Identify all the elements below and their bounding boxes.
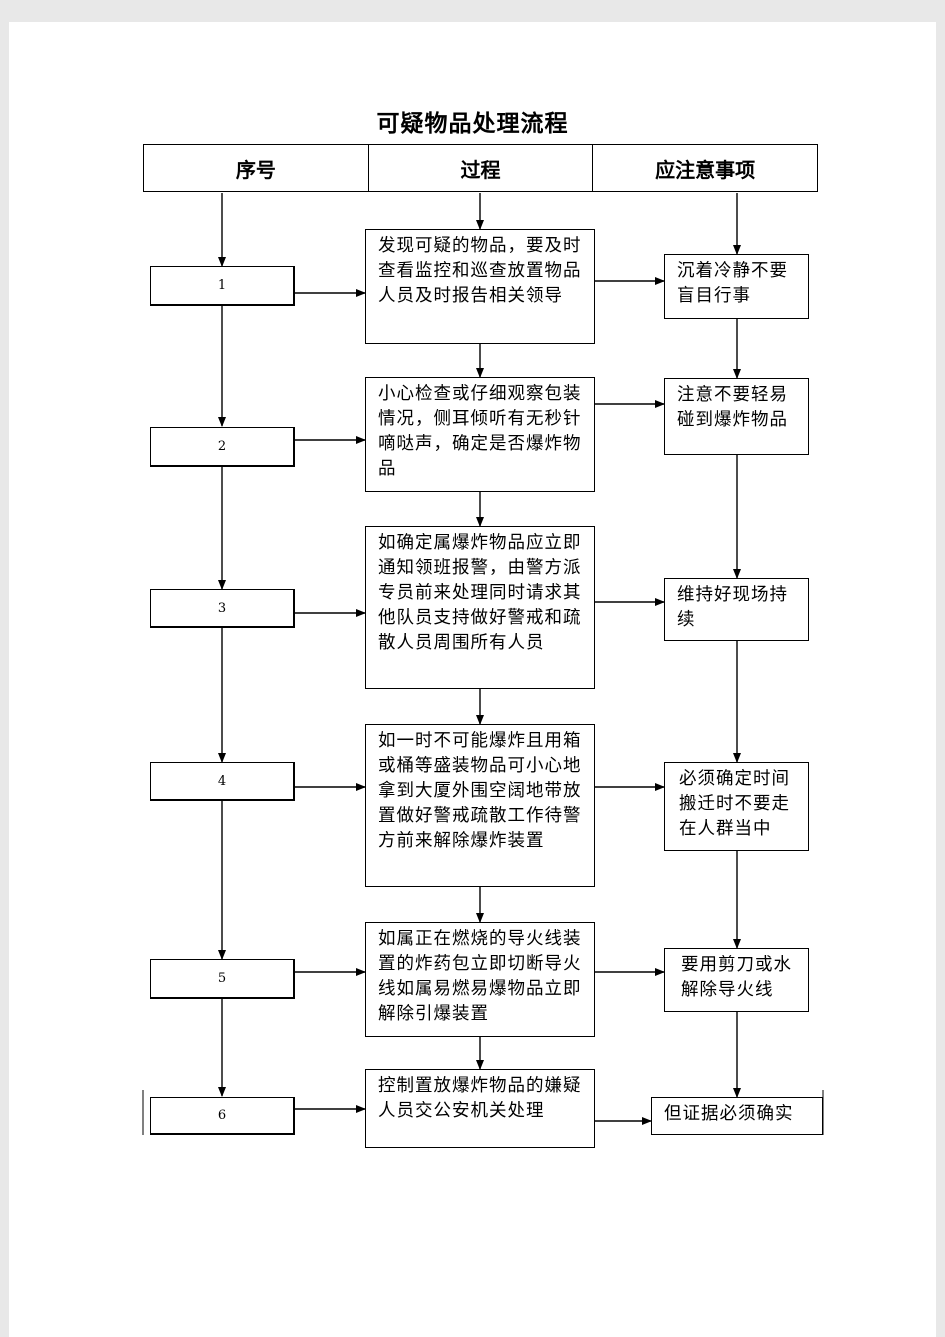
- note-box: 但证据必须确实: [651, 1097, 823, 1135]
- step-number-box: 3: [150, 589, 295, 628]
- note-box: 必须确定时间搬迁时不要走在人群当中: [664, 762, 809, 851]
- step-number: 6: [217, 1108, 227, 1123]
- header-sequence: 序号: [235, 157, 276, 182]
- process-box: 如属正在燃烧的导火线装置的炸药包立即切断导火线如属易燃易爆物品立即解除引爆装置: [365, 922, 595, 1037]
- process-box: 如确定属爆炸物品应立即通知领班报警，由警方派专员前来处理同时请求其他队员支持做好…: [365, 526, 595, 689]
- note-box: 注意不要轻易碰到爆炸物品: [664, 378, 809, 455]
- table-header: 序号 过程 应注意事项: [143, 144, 818, 192]
- step-number-box: 2: [150, 427, 295, 467]
- process-box: 如一时不可能爆炸且用箱或桶等盛装物品可小心地拿到大厦外围空阔地带放置做好警戒疏散…: [365, 724, 595, 887]
- step-number-box: 1: [150, 266, 295, 306]
- header-process: 过程: [367, 145, 593, 191]
- step-number: 5: [217, 971, 227, 986]
- process-box: 发现可疑的物品，要及时查看监控和巡查放置物品人员及时报告相关领导: [365, 229, 595, 344]
- process-box: 小心检查或仔细观察包装情况，侧耳倾听有无秒针嘀哒声，确定是否爆炸物品: [365, 377, 595, 492]
- header-notes: 应注意事项: [592, 145, 817, 191]
- page-title: 可疑物品处理流程: [376, 110, 569, 137]
- note-box: 维持好现场持续: [664, 578, 809, 641]
- note-box: 沉着冷静不要盲目行事: [664, 254, 809, 319]
- step-number: 3: [217, 600, 227, 616]
- step-number: 1: [217, 278, 227, 293]
- step-number-box: 4: [150, 762, 295, 801]
- step-number-box: 5: [150, 959, 295, 999]
- step-number-box: 6: [150, 1097, 295, 1135]
- step-number: 4: [217, 773, 227, 789]
- step-number: 2: [217, 439, 227, 454]
- note-box: 要用剪刀或水解除导火线: [664, 948, 809, 1012]
- process-box: 控制置放爆炸物品的嫌疑人员交公安机关处理: [365, 1069, 595, 1148]
